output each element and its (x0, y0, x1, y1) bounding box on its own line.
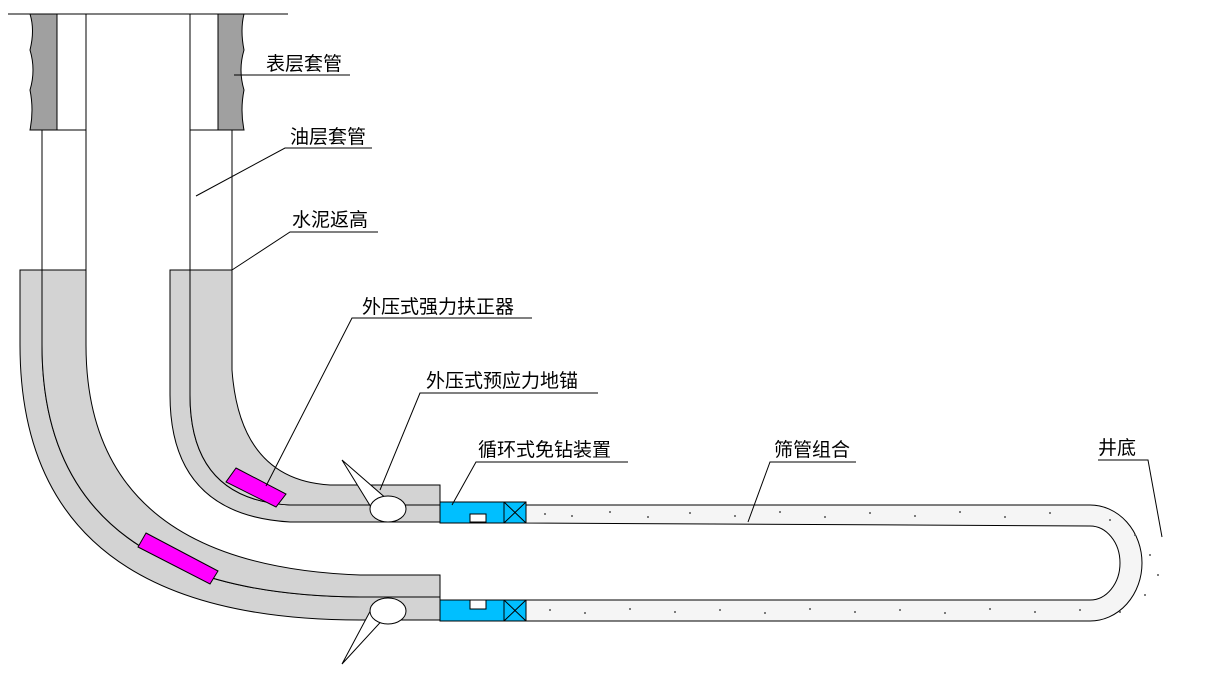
centralizer-lower (137, 532, 219, 585)
leader-lines (195, 74, 1163, 538)
label-centralizer: 外压式强力扶正器 (362, 296, 514, 318)
label-screen-assembly: 筛管组合 (774, 439, 850, 461)
label-oil-casing: 油层套管 (290, 126, 366, 148)
surface-casing-left (29, 13, 58, 131)
surface-casing-right (217, 13, 245, 131)
label-anchor: 外压式预应力地锚 (426, 370, 578, 392)
label-drill-free-device: 循环式免钻装置 (478, 439, 611, 461)
label-cement-top: 水泥返高 (292, 209, 368, 231)
anchor-upper (369, 495, 407, 523)
label-surface-casing: 表层套管 (266, 53, 342, 75)
centralizer-upper (225, 467, 287, 508)
cement-annulus-upper (189, 269, 441, 506)
drill-free-device-upper (439, 501, 527, 524)
casing-bore-right (189, 129, 233, 271)
screen-dots (544, 511, 1159, 614)
screen-pipe-assembly (525, 504, 1143, 622)
casing-bore-left (41, 129, 87, 271)
drill-free-device-lower (439, 599, 527, 622)
anchor-lower (369, 597, 407, 625)
cement-annulus (41, 269, 441, 598)
label-well-bottom: 井底 (1098, 437, 1136, 459)
